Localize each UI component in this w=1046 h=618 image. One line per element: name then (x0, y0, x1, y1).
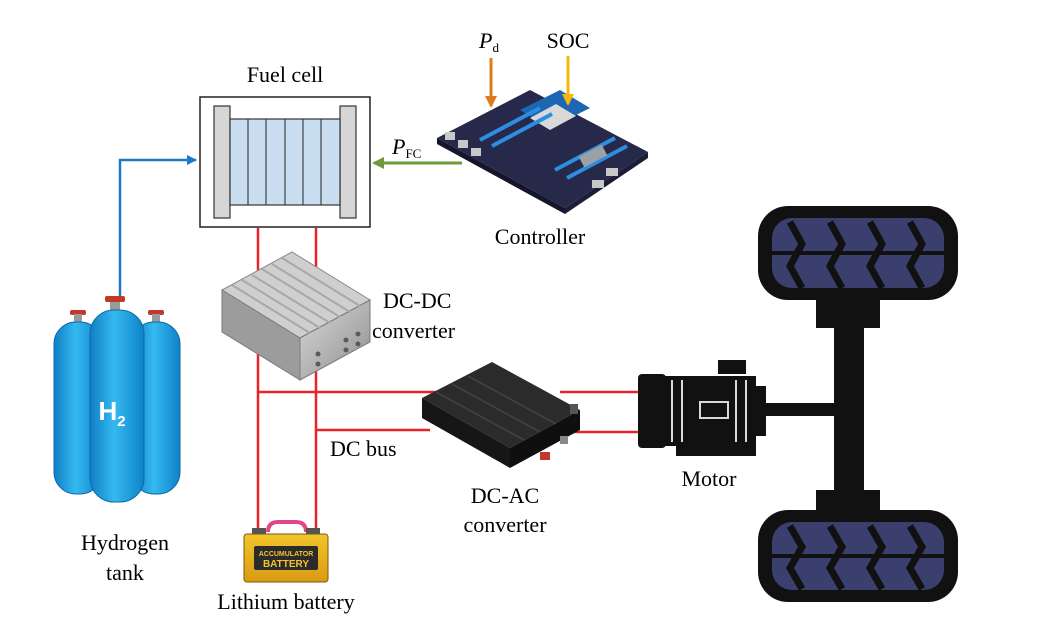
motor-icon (638, 360, 844, 456)
soc-label: SOC (547, 28, 590, 53)
dc-ac-converter-icon (422, 362, 580, 468)
pfc-label: PFC (391, 134, 421, 161)
dc-ac-label-line2: converter (463, 512, 547, 537)
front-wheel-icon (758, 206, 958, 300)
lithium-battery-icon: ACCUMULATOR BATTERY (243, 520, 329, 583)
h2-symbol-main: H (98, 396, 117, 426)
h2-symbol-sub: 2 (117, 413, 125, 430)
battery-main-text: BATTERY (263, 559, 309, 570)
pd-label: Pd (478, 28, 499, 55)
svg-text:H2: H2 (98, 396, 125, 430)
dc-bus-label: DC bus (330, 436, 397, 461)
pd-main: P (478, 28, 492, 53)
rear-wheel-icon (758, 510, 958, 602)
pfc-subscript: FC (405, 146, 421, 161)
battery-top-text: ACCUMULATOR (259, 551, 314, 558)
hydrogen-tank-label-line1: Hydrogen (81, 530, 169, 555)
controller-board-icon (437, 90, 648, 214)
hydrogen-supply-arrow (118, 155, 197, 300)
dc-dc-converter-icon (221, 251, 371, 381)
hydrogen-tank-icon: H2 (53, 296, 181, 503)
hydrogen-tank-label-line2: tank (106, 560, 144, 585)
dc-ac-label-line1: DC-AC (471, 483, 539, 508)
controller-label: Controller (495, 224, 586, 249)
fuel-cell-label: Fuel cell (247, 62, 323, 87)
dc-dc-label-line1: DC-DC (383, 288, 451, 313)
fuel-cell (199, 96, 371, 228)
dc-dc-label-line2: converter (372, 318, 456, 343)
pd-subscript: d (492, 40, 499, 55)
lithium-battery-label: Lithium battery (217, 589, 354, 614)
pfc-main: P (391, 134, 405, 159)
motor-label: Motor (682, 466, 738, 491)
